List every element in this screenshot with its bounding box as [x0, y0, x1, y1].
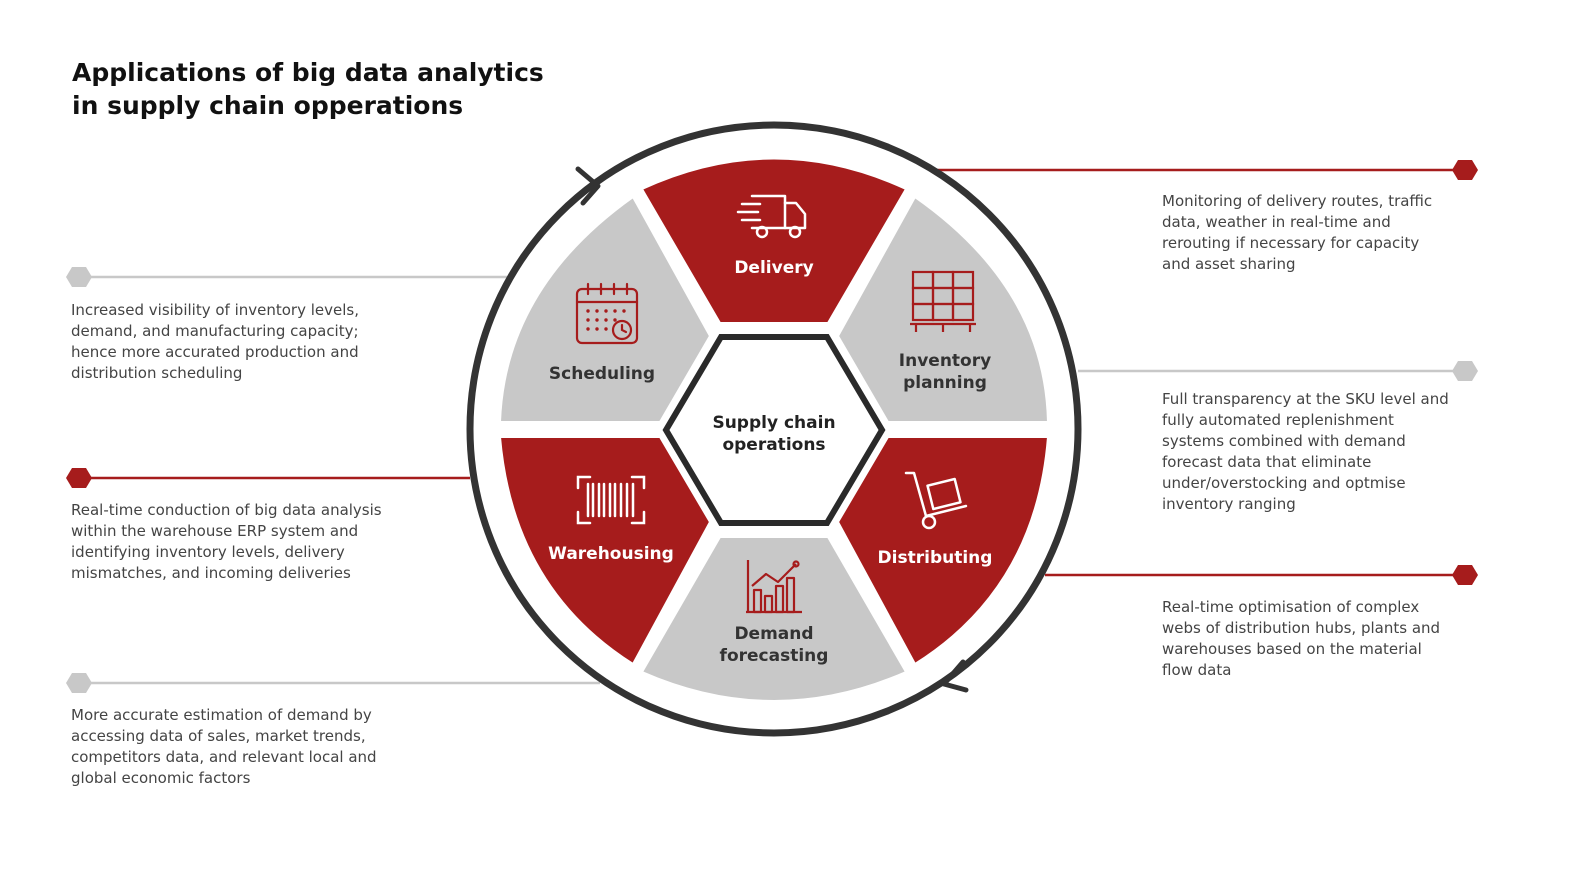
description-delivery: Monitoring of delivery routes, traffic d…: [1162, 191, 1502, 275]
marker-warehousing: [66, 468, 92, 488]
label-demand-line-1: Demand: [734, 624, 813, 644]
description-scheduling: Increased visibility of inventory levels…: [71, 300, 411, 384]
marker-distributing: [1452, 565, 1478, 585]
segment-scheduling: [498, 195, 712, 423]
description-line: global economic factors: [71, 769, 251, 787]
description-line: Real-time conduction of big data analysi…: [71, 501, 382, 519]
calendar-dots: [586, 309, 626, 331]
description-inventory: Full transparency at the SKU level and f…: [1162, 389, 1502, 515]
description-line: inventory ranging: [1162, 495, 1296, 513]
description-line: webs of distribution hubs, plants and: [1162, 619, 1441, 637]
page-title: Applications of big data analytics in su…: [72, 56, 592, 122]
segment-inventory: [836, 195, 1050, 423]
description-line: identifying inventory levels, delivery: [71, 543, 345, 561]
description-line: Full transparency at the SKU level and: [1162, 390, 1449, 408]
title-line-2: in supply chain opperations: [72, 91, 464, 120]
label-inventory-line-1: Inventory: [899, 351, 991, 371]
description-warehousing: Real-time conduction of big data analysi…: [71, 500, 411, 584]
center-label-line-2: operations: [722, 435, 825, 455]
marker-scheduling: [66, 267, 92, 287]
description-line: warehouses based on the material: [1162, 640, 1422, 658]
description-line: flow data: [1162, 661, 1232, 679]
description-line: Increased visibility of inventory levels…: [71, 301, 359, 319]
marker-demand: [66, 673, 92, 693]
marker-inventory: [1452, 361, 1478, 381]
segment-delivery: [640, 157, 908, 324]
ring-arrow-bottom-icon: [941, 659, 969, 693]
description-line: systems combined with demand: [1162, 432, 1406, 450]
description-line: forecast data that eliminate: [1162, 453, 1372, 471]
title-line-1: Applications of big data analytics: [72, 58, 544, 87]
description-line: Monitoring of delivery routes, traffic: [1162, 192, 1433, 210]
description-line: within the warehouse ERP system and: [71, 522, 359, 540]
label-delivery: Delivery: [734, 258, 813, 278]
description-line: under/overstocking and optmise: [1162, 474, 1406, 492]
marker-delivery: [1452, 160, 1478, 180]
delivery-truck-icon: [736, 194, 807, 239]
label-warehousing: Warehousing: [548, 544, 674, 564]
segment-distributing: [836, 436, 1050, 666]
label-scheduling: Scheduling: [549, 364, 655, 384]
calendar-clock-icon: [575, 282, 639, 345]
description-line: hence more accurated production and: [71, 343, 359, 361]
ring-arrow-top-icon: [575, 166, 601, 206]
description-distributing: Real-time optimisation of complex webs o…: [1162, 597, 1502, 681]
description-line: Real-time optimisation of complex: [1162, 598, 1420, 616]
label-inventory-line-2: planning: [903, 373, 987, 393]
pallet-boxes-icon: [910, 270, 976, 332]
barcode-icon: [576, 475, 646, 525]
center-hexagon: [662, 334, 886, 526]
label-demand-line-2: forecasting: [720, 646, 829, 666]
description-line: accessing data of sales, market trends,: [71, 727, 366, 745]
description-line: data, weather in real-time and: [1162, 213, 1391, 231]
segment-warehousing: [498, 436, 712, 666]
description-line: fully automated replenishment: [1162, 411, 1394, 429]
hand-truck-icon: [904, 471, 968, 530]
description-line: distribution scheduling: [71, 364, 243, 382]
description-line: rerouting if necessary for capacity: [1162, 234, 1420, 252]
description-line: demand, and manufacturing capacity;: [71, 322, 359, 340]
center-label-line-1: Supply chain: [712, 413, 835, 433]
connector-lines: [66, 160, 1478, 693]
description-demand: More accurate estimation of demand by ac…: [71, 705, 411, 789]
segments: [498, 157, 1050, 702]
growth-chart-icon: [746, 560, 802, 614]
segment-demand: [640, 536, 908, 702]
description-line: and asset sharing: [1162, 255, 1296, 273]
description-line: mismatches, and incoming deliveries: [71, 564, 351, 582]
label-distributing: Distributing: [878, 548, 993, 568]
description-line: More accurate estimation of demand by: [71, 706, 372, 724]
description-line: competitors data, and relevant local and: [71, 748, 377, 766]
